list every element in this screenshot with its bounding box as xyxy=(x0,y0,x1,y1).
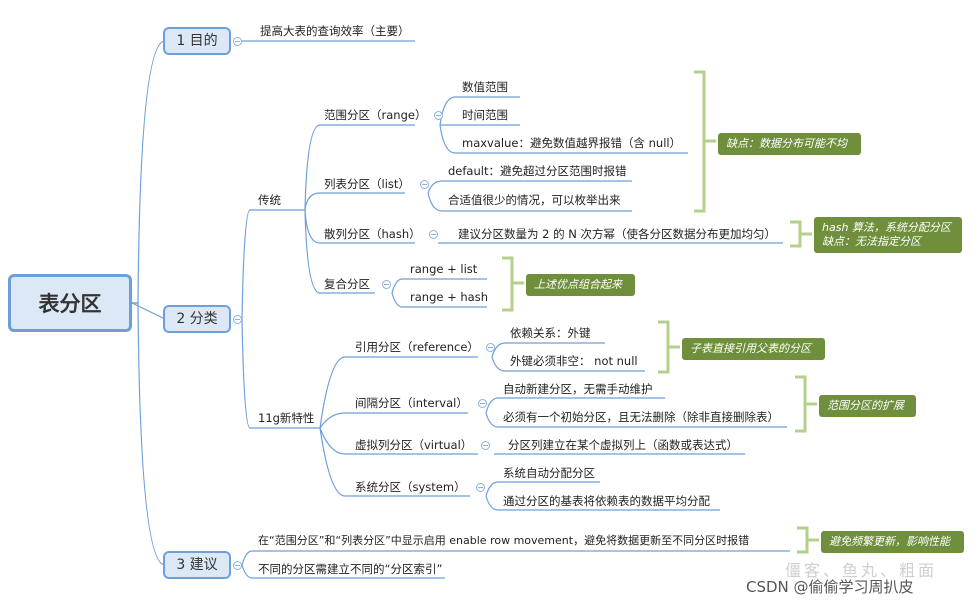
note-reference[interactable]: 子表直接引用父表的分区 xyxy=(682,338,825,360)
note-hash-line1: hash 算法，系统分配分区 xyxy=(822,221,951,234)
composite-item-range-list[interactable]: range + list xyxy=(410,262,478,276)
connector-classify-traditional xyxy=(241,209,251,320)
composite-node[interactable]: 复合分区 xyxy=(324,277,370,291)
collapse-purpose-icon[interactable] xyxy=(233,37,242,46)
branch-classify-label: 2 分类 xyxy=(176,311,218,327)
note-range-list[interactable]: 缺点：数据分布可能不均 xyxy=(718,133,861,155)
interval-item-auto[interactable]: 自动新建分区，无需手动维护 xyxy=(503,382,653,396)
root-node[interactable]: 表分区 xyxy=(8,274,132,332)
system-item-distribute[interactable]: 通过分区的基表将依赖表的数据平均分配 xyxy=(503,494,710,508)
reference-item-dependency[interactable]: 依赖关系：外键 xyxy=(510,326,591,340)
bracket-interval xyxy=(795,375,817,433)
note-interval[interactable]: 范围分区的扩展 xyxy=(819,395,916,417)
branch-purpose[interactable]: 1 目的 xyxy=(163,27,231,55)
bracket-range-list xyxy=(694,70,716,213)
reference-item-notnull[interactable]: 外键必须非空： not null xyxy=(510,354,638,368)
branch-advice[interactable]: 3 建议 xyxy=(163,551,231,579)
connector-root-purpose xyxy=(132,40,166,304)
hash-node[interactable]: 散列分区（hash） xyxy=(324,227,421,241)
connector-classify-11g xyxy=(241,318,251,429)
traditional-node[interactable]: 传统 xyxy=(258,193,281,207)
range-node[interactable]: 范围分区（range） xyxy=(324,108,427,122)
note-hash-line2: 缺点：无法指定分区 xyxy=(822,235,921,248)
virtual-node[interactable]: 虚拟列分区（virtual） xyxy=(355,438,473,452)
system-item-auto[interactable]: 系统自动分配分区 xyxy=(503,466,595,480)
collapse-composite-icon[interactable] xyxy=(382,280,391,289)
bracket-composite xyxy=(502,256,524,312)
range-item-time[interactable]: 时间范围 xyxy=(462,108,508,122)
branch-classify[interactable]: 2 分类 xyxy=(163,305,231,333)
virtual-item[interactable]: 分区列建立在某个虚拟列上（函数或表达式） xyxy=(508,438,738,452)
note-range-list-text: 缺点：数据分布可能不均 xyxy=(726,137,847,150)
note-reference-text: 子表直接引用父表的分区 xyxy=(690,342,811,355)
collapse-advice-icon[interactable] xyxy=(233,561,242,570)
purpose-item[interactable]: 提高大表的查询效率（主要） xyxy=(260,24,410,38)
note-hash[interactable]: hash 算法，系统分配分区 缺点：无法指定分区 xyxy=(814,217,962,253)
collapse-interval-icon[interactable] xyxy=(478,399,487,408)
connector-root-advice xyxy=(132,302,166,566)
collapse-reference-icon[interactable] xyxy=(486,343,495,352)
bracket-advice xyxy=(797,526,819,554)
list-item-default[interactable]: default：避免超过分区范围时报错 xyxy=(448,164,627,178)
branch-purpose-label: 1 目的 xyxy=(176,33,218,49)
root-label: 表分区 xyxy=(38,292,102,316)
csdn-credit: CSDN @偷偷学习周扒皮 xyxy=(746,578,914,596)
new11g-node[interactable]: 11g新特性 xyxy=(258,411,315,425)
composite-item-range-hash[interactable]: range + hash xyxy=(410,290,489,304)
collapse-list-icon[interactable] xyxy=(420,180,429,189)
connector-root-classify xyxy=(131,302,166,320)
system-node[interactable]: 系统分区（system） xyxy=(355,480,466,494)
collapse-range-icon[interactable] xyxy=(434,111,443,120)
reference-node[interactable]: 引用分区（reference） xyxy=(355,340,479,354)
collapse-classify-icon[interactable] xyxy=(233,315,242,324)
bracket-reference xyxy=(658,320,680,374)
collapse-hash-icon[interactable] xyxy=(429,230,438,239)
note-interval-text: 范围分区的扩展 xyxy=(827,399,904,412)
note-composite-text: 上述优点组合起来 xyxy=(534,278,622,291)
range-item-maxvalue[interactable]: maxvalue：避免数值越界报错（含 null） xyxy=(462,136,682,150)
branch-advice-label: 3 建议 xyxy=(176,557,218,573)
collapse-virtual-icon[interactable] xyxy=(481,441,490,450)
interval-item-initial[interactable]: 必须有一个初始分区，且无法删除（除非直接删除表） xyxy=(503,410,779,424)
bracket-hash xyxy=(790,220,812,248)
hash-item[interactable]: 建议分区数量为 2 的 N 次方幂（使各分区数据分布更加均匀） xyxy=(458,227,777,241)
note-advice[interactable]: 避免频繁更新，影响性能 xyxy=(821,531,964,553)
list-node[interactable]: 列表分区（list） xyxy=(324,177,410,191)
note-composite[interactable]: 上述优点组合起来 xyxy=(526,274,635,296)
interval-node[interactable]: 间隔分区（interval） xyxy=(355,396,468,410)
list-item-enum[interactable]: 合适值很少的情况，可以枚举出来 xyxy=(448,193,621,207)
advice-item-row-movement[interactable]: 在“范围分区”和“列表分区”中显示启用 enable row movement，… xyxy=(258,534,750,547)
range-item-numeric[interactable]: 数值范围 xyxy=(462,80,508,94)
collapse-system-icon[interactable] xyxy=(476,483,485,492)
advice-item-index[interactable]: 不同的分区需建立不同的“分区索引” xyxy=(258,562,443,576)
note-advice-text: 避免频繁更新，影响性能 xyxy=(829,535,950,548)
watermark-text: 僵客、鱼丸、粗面 xyxy=(785,561,938,580)
